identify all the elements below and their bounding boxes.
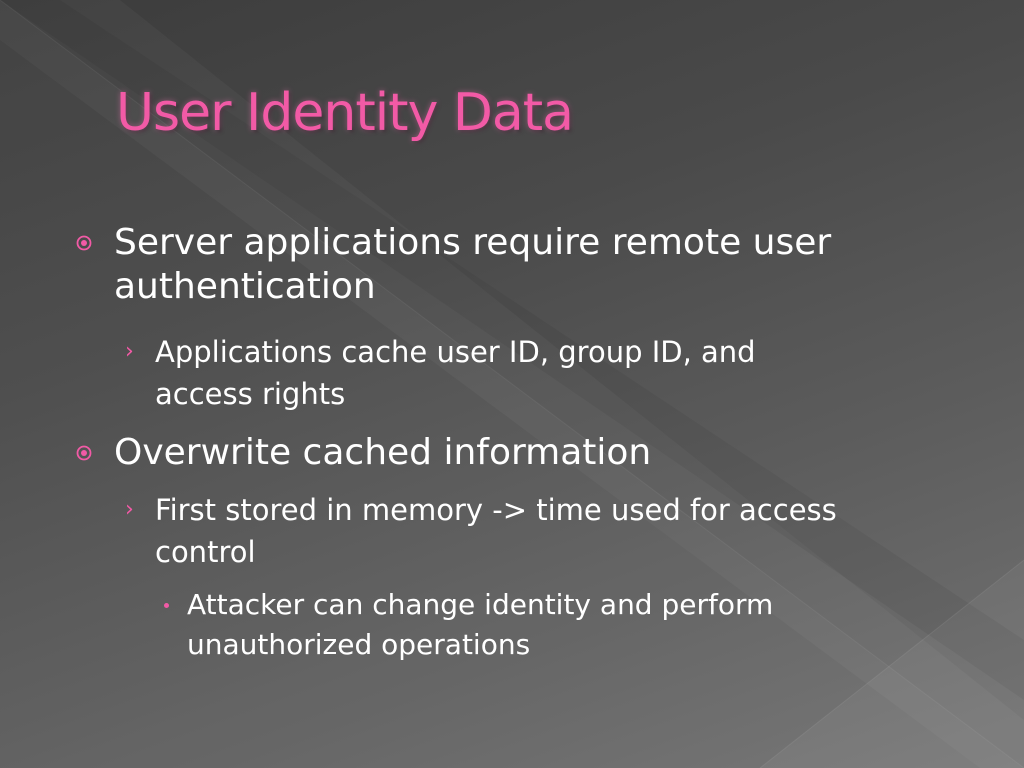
target-circle-bullet-icon bbox=[76, 235, 92, 251]
bullet-text-line: access rights bbox=[155, 377, 346, 411]
bullet-item: › Applications cache user ID, group ID, … bbox=[125, 331, 756, 415]
chevron-right-bullet-icon: › bbox=[125, 339, 134, 364]
bullet-item: › First stored in memory -> time used fo… bbox=[125, 489, 837, 573]
bullet-item: Attacker can change identity and perform… bbox=[164, 585, 774, 665]
bullet-item: Server applications require remote user … bbox=[76, 221, 832, 309]
bullet-item: Overwrite cached information bbox=[76, 431, 652, 475]
bullet-text-line: authentication bbox=[114, 266, 376, 307]
slide-title: User Identity Data bbox=[116, 83, 574, 143]
bullet-text-line: Overwrite cached information bbox=[114, 432, 652, 473]
target-circle-bullet-icon bbox=[76, 445, 92, 461]
bullet-text-line: control bbox=[155, 535, 256, 569]
bullet-text-line: unauthorized operations bbox=[187, 628, 531, 661]
chevron-right-bullet-icon: › bbox=[125, 497, 134, 522]
dot-bullet-icon bbox=[164, 603, 169, 608]
bullet-text-line: Server applications require remote user bbox=[114, 222, 832, 263]
bullet-text-line: Applications cache user ID, group ID, an… bbox=[155, 335, 756, 369]
bullet-text-line: First stored in memory -> time used for … bbox=[155, 493, 837, 527]
bullet-text-line: Attacker can change identity and perform bbox=[187, 588, 774, 621]
